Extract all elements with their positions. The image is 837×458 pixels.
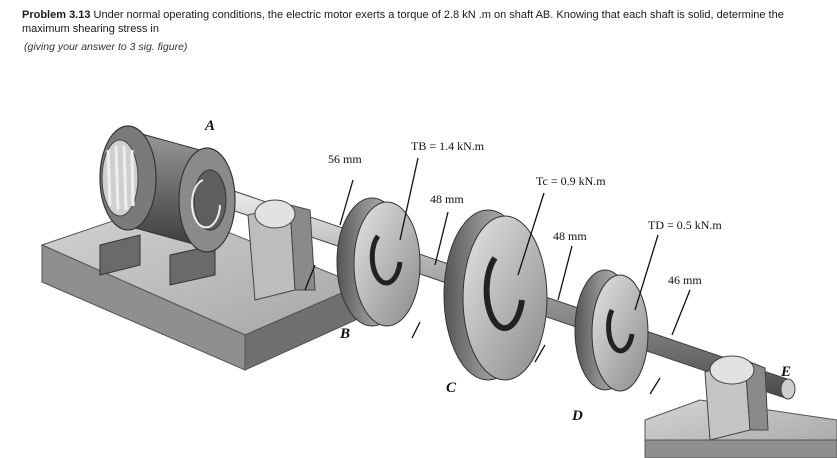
label-e: E bbox=[780, 364, 791, 380]
label-c: C bbox=[446, 380, 457, 396]
diameter-ab: 56 mm bbox=[328, 152, 362, 166]
gear-disc-d bbox=[574, 269, 649, 392]
label-d: D bbox=[571, 408, 583, 424]
gear-disc-c bbox=[443, 209, 548, 381]
pointer-lines bbox=[304, 157, 691, 395]
bearing-e bbox=[704, 355, 769, 441]
electric-motor bbox=[99, 125, 236, 286]
answer-hint: (giving your answer to 3 sig. figure) bbox=[24, 41, 188, 53]
gear-disc-b bbox=[336, 197, 421, 327]
diameter-cd: 48 mm bbox=[553, 229, 587, 243]
problem-number: Problem 3.13 bbox=[22, 9, 91, 21]
problem-text: Under normal operating conditions, the e… bbox=[22, 9, 784, 35]
bearing-b bbox=[247, 199, 316, 301]
torque-tb: TB = 1.4 kN.m bbox=[411, 139, 485, 153]
diameter-de: 46 mm bbox=[668, 273, 702, 287]
label-a: A bbox=[204, 118, 215, 134]
torque-tc: Tc = 0.9 kN.m bbox=[536, 174, 606, 188]
torque-td: TD = 0.5 kN.m bbox=[648, 218, 722, 232]
label-b: B bbox=[339, 326, 350, 342]
diameter-bc: 48 mm bbox=[430, 192, 464, 206]
problem-statement: Problem 3.13 Under normal operating cond… bbox=[22, 8, 812, 36]
